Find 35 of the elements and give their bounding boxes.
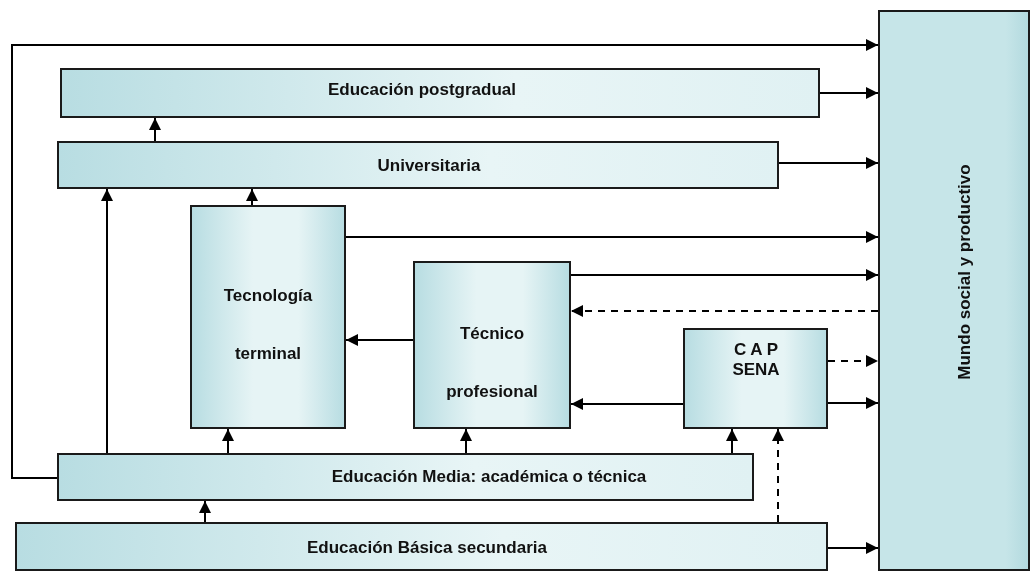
arrow: [149, 117, 161, 142]
box-label: Mundo social y productivo: [955, 163, 975, 382]
arrow: [726, 428, 738, 454]
arrow: [827, 355, 879, 367]
arrow: [772, 428, 784, 523]
box-label: Educación postgradual: [327, 80, 517, 100]
side-panel: [878, 10, 1030, 571]
arrow: [199, 500, 211, 523]
level-box: [57, 141, 779, 189]
box-label: Educación Básica secundaria: [306, 538, 548, 558]
arrow: [222, 428, 234, 454]
arrow: [570, 269, 879, 281]
arrow: [778, 157, 879, 169]
level-box: [57, 453, 754, 501]
arrow: [819, 87, 879, 99]
level-box: [15, 522, 828, 571]
box-label: Educación Media: académica o técnica: [330, 467, 648, 487]
arrow: [345, 231, 879, 243]
arrow: [827, 542, 879, 554]
level-box: [190, 205, 346, 429]
arrow: [570, 398, 684, 410]
arrow: [827, 397, 879, 409]
box-label: C A P SENA: [731, 340, 781, 380]
arrow: [101, 188, 113, 454]
arrow: [570, 305, 879, 317]
box-label: Universitaria: [376, 156, 482, 176]
level-box: [60, 68, 820, 118]
level-box: [683, 328, 828, 429]
box-label: Tecnología terminal: [222, 285, 314, 365]
arrow: [345, 334, 414, 346]
arrow: [246, 188, 258, 206]
level-box: [413, 261, 571, 429]
arrow: [460, 428, 472, 454]
arrow: [11, 39, 879, 479]
box-label: Técnico profesional: [445, 323, 539, 403]
